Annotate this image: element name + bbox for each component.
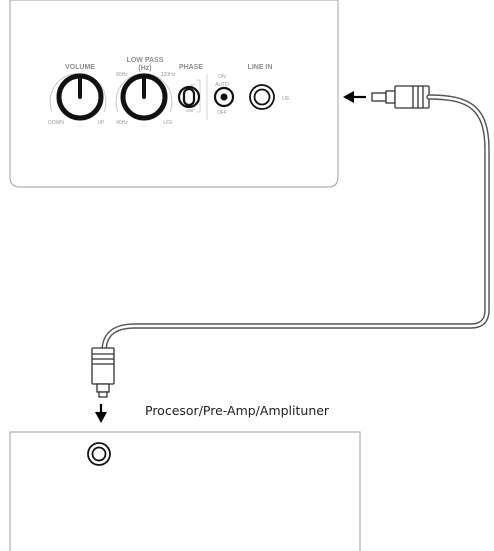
mode-auto-label: AUTO <box>215 82 229 88</box>
volume-max-label: UP <box>98 120 106 126</box>
low-pass-control: LOW PASS (Hz) 80Hz 120Hz 40Hz LFE <box>115 57 176 126</box>
mode-off-label: OFF <box>217 110 227 116</box>
signal-arrow-in <box>343 91 366 103</box>
phase-label: PHASE <box>179 64 203 71</box>
signal-arrow-out <box>95 404 107 423</box>
mode-on-label: ON <box>218 74 226 80</box>
volume-min-label: DOWN <box>48 120 64 126</box>
line-in-input: LINE IN L/E <box>248 64 290 110</box>
phase-control: PHASE 0° 180° <box>177 64 203 113</box>
volume-label: VOLUME <box>65 64 95 71</box>
phase-0-label: 0° <box>191 83 196 88</box>
volume-control: VOLUME DOWN UP <box>48 64 107 126</box>
receiver-caption: Procesor/Pre-Amp/Amplituner <box>145 403 330 418</box>
receiver-panel <box>9 431 361 551</box>
power-mode-control: ON AUTO OFF <box>206 74 235 120</box>
line-in-label: LINE IN <box>248 64 273 71</box>
rca-plug-bottom <box>91 347 115 398</box>
low-pass-title: LOW PASS <box>127 57 164 64</box>
low-pass-min-label: 40Hz <box>116 120 128 126</box>
phase-toggle-lever <box>182 87 196 107</box>
subwoofer-panel <box>9 0 339 188</box>
phase-180-label: 180° <box>186 108 196 113</box>
low-pass-120hz-label: 120Hz <box>161 72 176 78</box>
low-pass-max-label: LFE <box>163 120 173 126</box>
low-pass-80hz-label: 80Hz <box>116 72 128 78</box>
low-pass-unit: (Hz) <box>138 65 151 72</box>
line-in-jack-label: L/E <box>282 96 290 102</box>
rca-plug-top <box>371 85 430 109</box>
